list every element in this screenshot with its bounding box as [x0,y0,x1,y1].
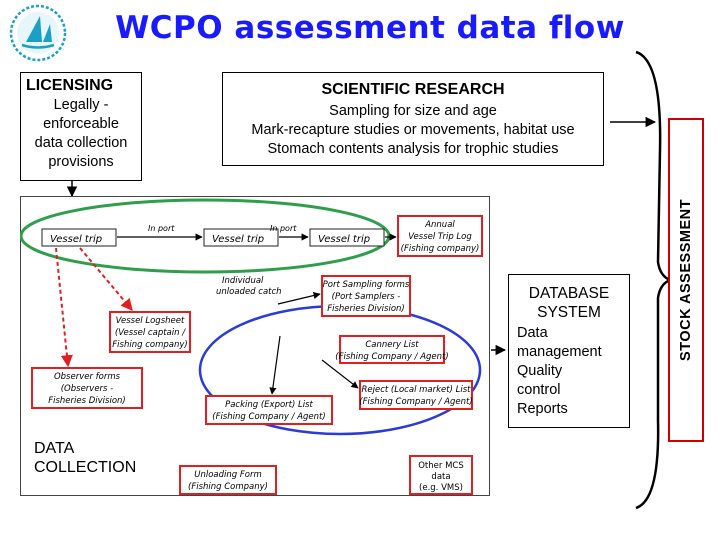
to-reject-arrow [321,359,359,389]
unloading-line: Unloading Form [194,470,262,480]
reject-list-box [359,380,473,410]
packing-line: (Fishing Company / Agent) [212,412,325,422]
data-collection-line: DATA [34,440,75,457]
to-packing-arrow [269,335,281,395]
vessel-logsheet-box [109,311,191,353]
other-mcs-line: (e.g. VMS) [419,483,463,493]
port-sampling-line: Fisheries Division) [327,304,405,314]
spc-logo-icon [9,4,67,62]
research-heading: SCIENTIFIC RESEARCH [321,81,505,98]
unloading-form-box [179,465,277,495]
vessel-trip-box [309,228,385,247]
other-mcs-line: data [431,472,450,482]
database-system-box: DATABASE SYSTEM Data management Quality … [508,274,630,428]
data-collection-label: DATA COLLECTION [34,439,136,477]
vessel-trip-label: Vessel trip [212,234,264,245]
data-collection-line: COLLECTION [34,459,137,476]
packing-line: Packing (Export) List [225,400,313,410]
vessel-logsheet-line: Fishing company) [112,340,187,350]
in-port-label: In port [270,224,297,233]
research-line: Mark-recapture studies or movements, hab… [251,122,575,138]
licensing-heading: LICENSING [26,77,114,94]
trip-to-observer-arrow [55,247,73,368]
assessment-bracket [635,50,674,510]
database-heading-line: DATABASE [528,285,610,302]
other-mcs-line: Other MCS [418,461,464,471]
in-port-label: In port [148,224,175,233]
individual-catch-line: unloaded catch [216,287,282,297]
observer-line: Fisheries Division) [48,396,126,406]
database-item: Reports [517,401,568,417]
stock-assessment-label: STOCK ASSESSMENT [678,199,694,361]
other-mcs-box [409,455,473,495]
individual-catch-line: Individual [222,276,264,286]
cannery-line: (Fishing Company / Agent) [335,352,448,362]
vessel-logsheet-line: Vessel Logsheet [116,316,185,326]
observer-forms-box [31,367,143,409]
scientific-research-box: SCIENTIFIC RESEARCH Sampling for size an… [222,72,604,166]
annual-log-line: Vessel Trip Log [408,232,472,242]
cannery-line: Cannery List [365,340,419,350]
licensing-line: data collection [34,135,128,151]
licensing-line: enforceable [43,116,119,132]
vessel-trip-ellipse [19,198,391,274]
research-line: Stomach contents analysis for trophic st… [267,141,559,157]
observer-line: (Observers - [61,384,114,394]
annual-log-line: Annual [424,220,455,230]
database-heading: DATABASE SYSTEM [509,284,629,322]
vessel-logsheet-line: (Vessel captain / [115,328,186,338]
port-sampling-forms-box [321,275,411,317]
licensing-box: LICENSING Legally - enforceable data col… [20,72,142,181]
unloading-line: (Fishing Company) [188,482,268,492]
port-sampling-line: Port Sampling forms [323,280,410,290]
port-sampling-line: (Port Samplers - [332,292,401,302]
stock-assessment-box: STOCK ASSESSMENT [668,118,704,442]
reject-line: (Fishing Company / Agent) [359,397,472,407]
packing-list-box [205,395,333,425]
database-heading-line: SYSTEM [537,304,601,321]
licensing-line: provisions [48,154,114,170]
vessel-trip-label: Vessel trip [50,234,102,245]
database-item: Data [517,325,548,341]
licensing-body: Legally - enforceable data collection pr… [21,96,141,172]
database-item: control [517,382,561,398]
research-line: Sampling for size and age [329,103,497,119]
data-flow-diagram: Vessel trip Vessel trip Vessel trip In p… [19,196,490,496]
vessel-trip-box [41,228,117,247]
observer-line: Observer forms [54,372,121,382]
database-item: Quality [517,363,563,379]
vessel-trip-box [203,228,279,247]
reject-line: Reject (Local market) List [362,385,472,395]
annual-vessel-trip-log-box [397,215,483,257]
data-flow-panel: Vessel trip Vessel trip Vessel trip In p… [19,196,490,496]
annual-log-line: (Fishing company) [401,244,480,254]
page-title: WCPO assessment data flow [115,10,625,46]
database-item: management [517,344,602,360]
database-items: Data management Quality control Reports [509,324,629,419]
cannery-list-box [339,335,445,364]
licensing-line: Legally - [53,97,109,113]
catch-to-sampling-arrow [277,291,321,305]
vessel-trip-label: Vessel trip [318,234,370,245]
research-body: Sampling for size and age Mark-recapture… [223,102,603,159]
